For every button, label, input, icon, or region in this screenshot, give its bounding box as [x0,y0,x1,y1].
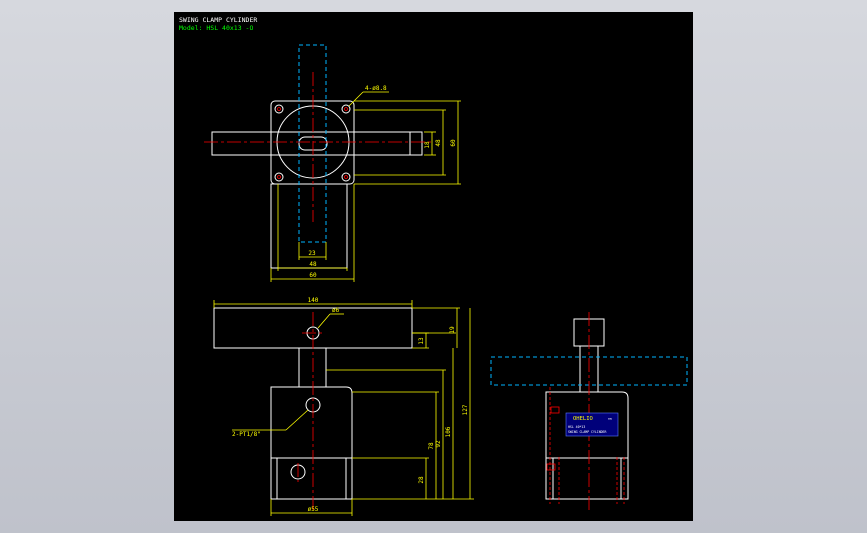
top-clamp-arm [211,131,423,156]
front-body [270,386,353,459]
dim-140: 140 [308,297,319,304]
nameplate-brand: OHELIO [573,416,593,422]
port-note: 2-PT1/8" [232,431,261,438]
top-arm-hidden [298,44,327,243]
dim-28: 28 [418,476,425,484]
bolt-holes [274,104,351,182]
front-view: 140 ø6 13 19 78 92 [213,297,474,516]
nameplate-line2: SWING CLAMP CYLINDER [568,430,606,434]
dim-19: 19 [449,326,456,334]
dim-d55: ø55 [308,506,319,513]
nameplate-tm: TM [608,417,612,421]
cad-drawing: SWING CLAMP CYLINDER Model: HSL 40x13 -O [179,16,688,516]
dim-106: 106 [445,426,452,437]
drawing-title: SWING CLAMP CYLINDER [179,16,257,24]
dim-60-h: 60 [450,139,457,147]
side-base [545,457,629,500]
drawing-sheet[interactable]: SWING CLAMP CYLINDER Model: HSL 40x13 -O [174,12,693,521]
dim-60-w: 60 [309,272,317,279]
dim-d6: ø6 [332,307,340,314]
dim-13: 13 [418,337,425,345]
dim-48-h: 48 [435,139,442,147]
front-base [270,457,353,500]
side-view: OHELIO TM HSL 40*13 SWING CLAMP CYLINDER [490,312,688,512]
dim-78: 78 [428,442,435,450]
dim-48-w: 48 [309,261,317,268]
dim-18: 18 [424,141,431,149]
side-nameplate: OHELIO TM HSL 40*13 SWING CLAMP CYLINDER [565,412,619,437]
dim-127: 127 [462,404,469,415]
dim-92: 92 [435,440,442,448]
nameplate-line1: HSL 40*13 [568,425,585,429]
top-flange [270,100,355,185]
top-arm-end [409,131,423,156]
front-piston-rod [298,347,327,388]
model-label: Model: HSL 40x13 -O [179,24,253,32]
dim-23: 23 [308,250,316,257]
side-body [545,391,629,459]
hole-note: 4-ø8.8 [365,85,387,92]
top-view: 18 48 60 23 48 6 [204,44,461,282]
